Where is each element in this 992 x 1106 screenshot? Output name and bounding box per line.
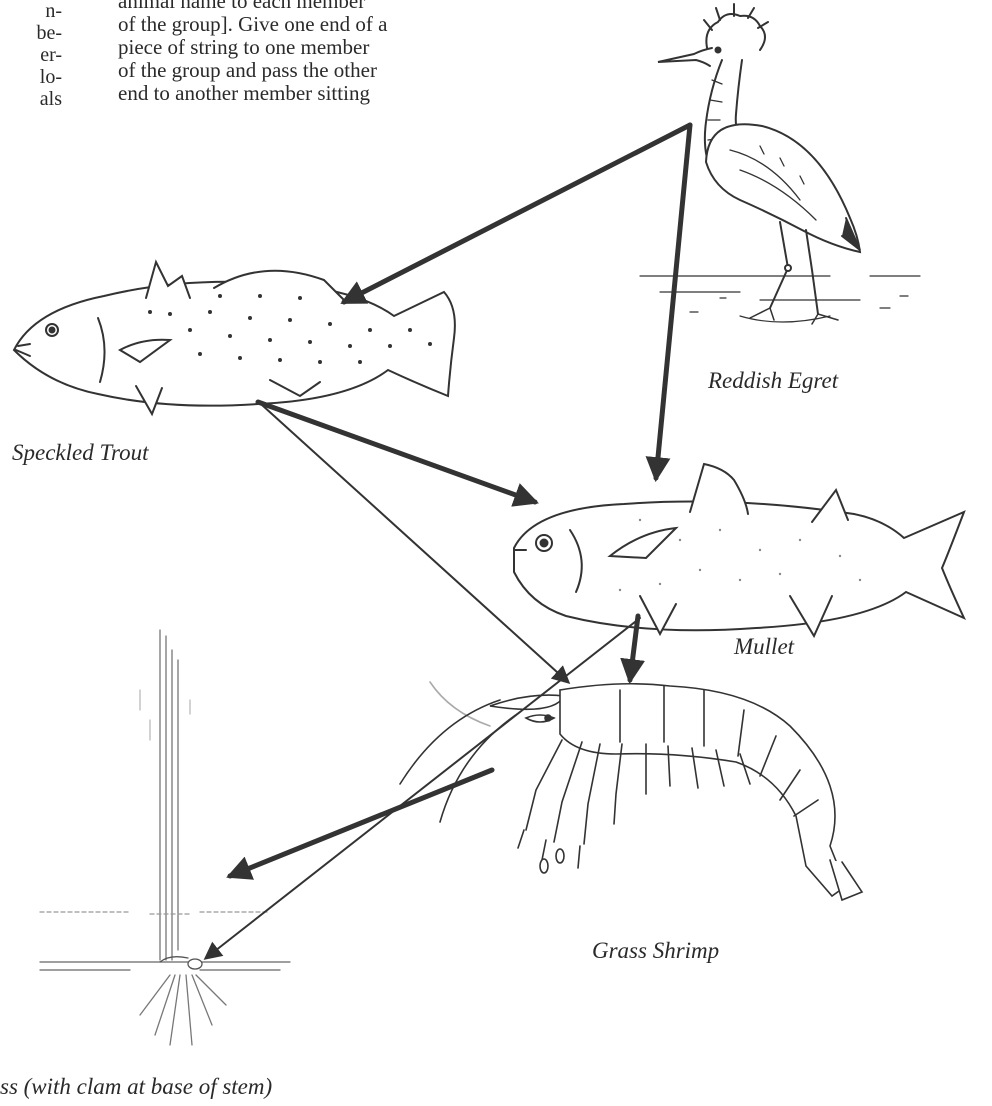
clam-icon [188, 959, 202, 969]
shrimp-illustration [400, 682, 862, 900]
marsh-grass-illustration [40, 630, 290, 1045]
mullet-illustration [514, 464, 964, 636]
arrow-shrimp-to-grass [230, 770, 492, 876]
arrow-egret-to-trout [344, 125, 690, 302]
label-speckled-trout: Speckled Trout [12, 440, 148, 466]
arrow-mullet-to-clam [206, 618, 640, 958]
label-marsh-grass: ss (with clam at base of stem) [0, 1074, 272, 1100]
arrow-egret-to-mullet [656, 125, 690, 478]
trout-illustration [14, 262, 455, 414]
label-mullet: Mullet [734, 634, 794, 660]
label-grass-shrimp: Grass Shrimp [592, 938, 719, 964]
egret-illustration [640, 4, 920, 324]
arrow-trout-to-mullet [258, 402, 535, 502]
label-reddish-egret: Reddish Egret [708, 368, 838, 394]
